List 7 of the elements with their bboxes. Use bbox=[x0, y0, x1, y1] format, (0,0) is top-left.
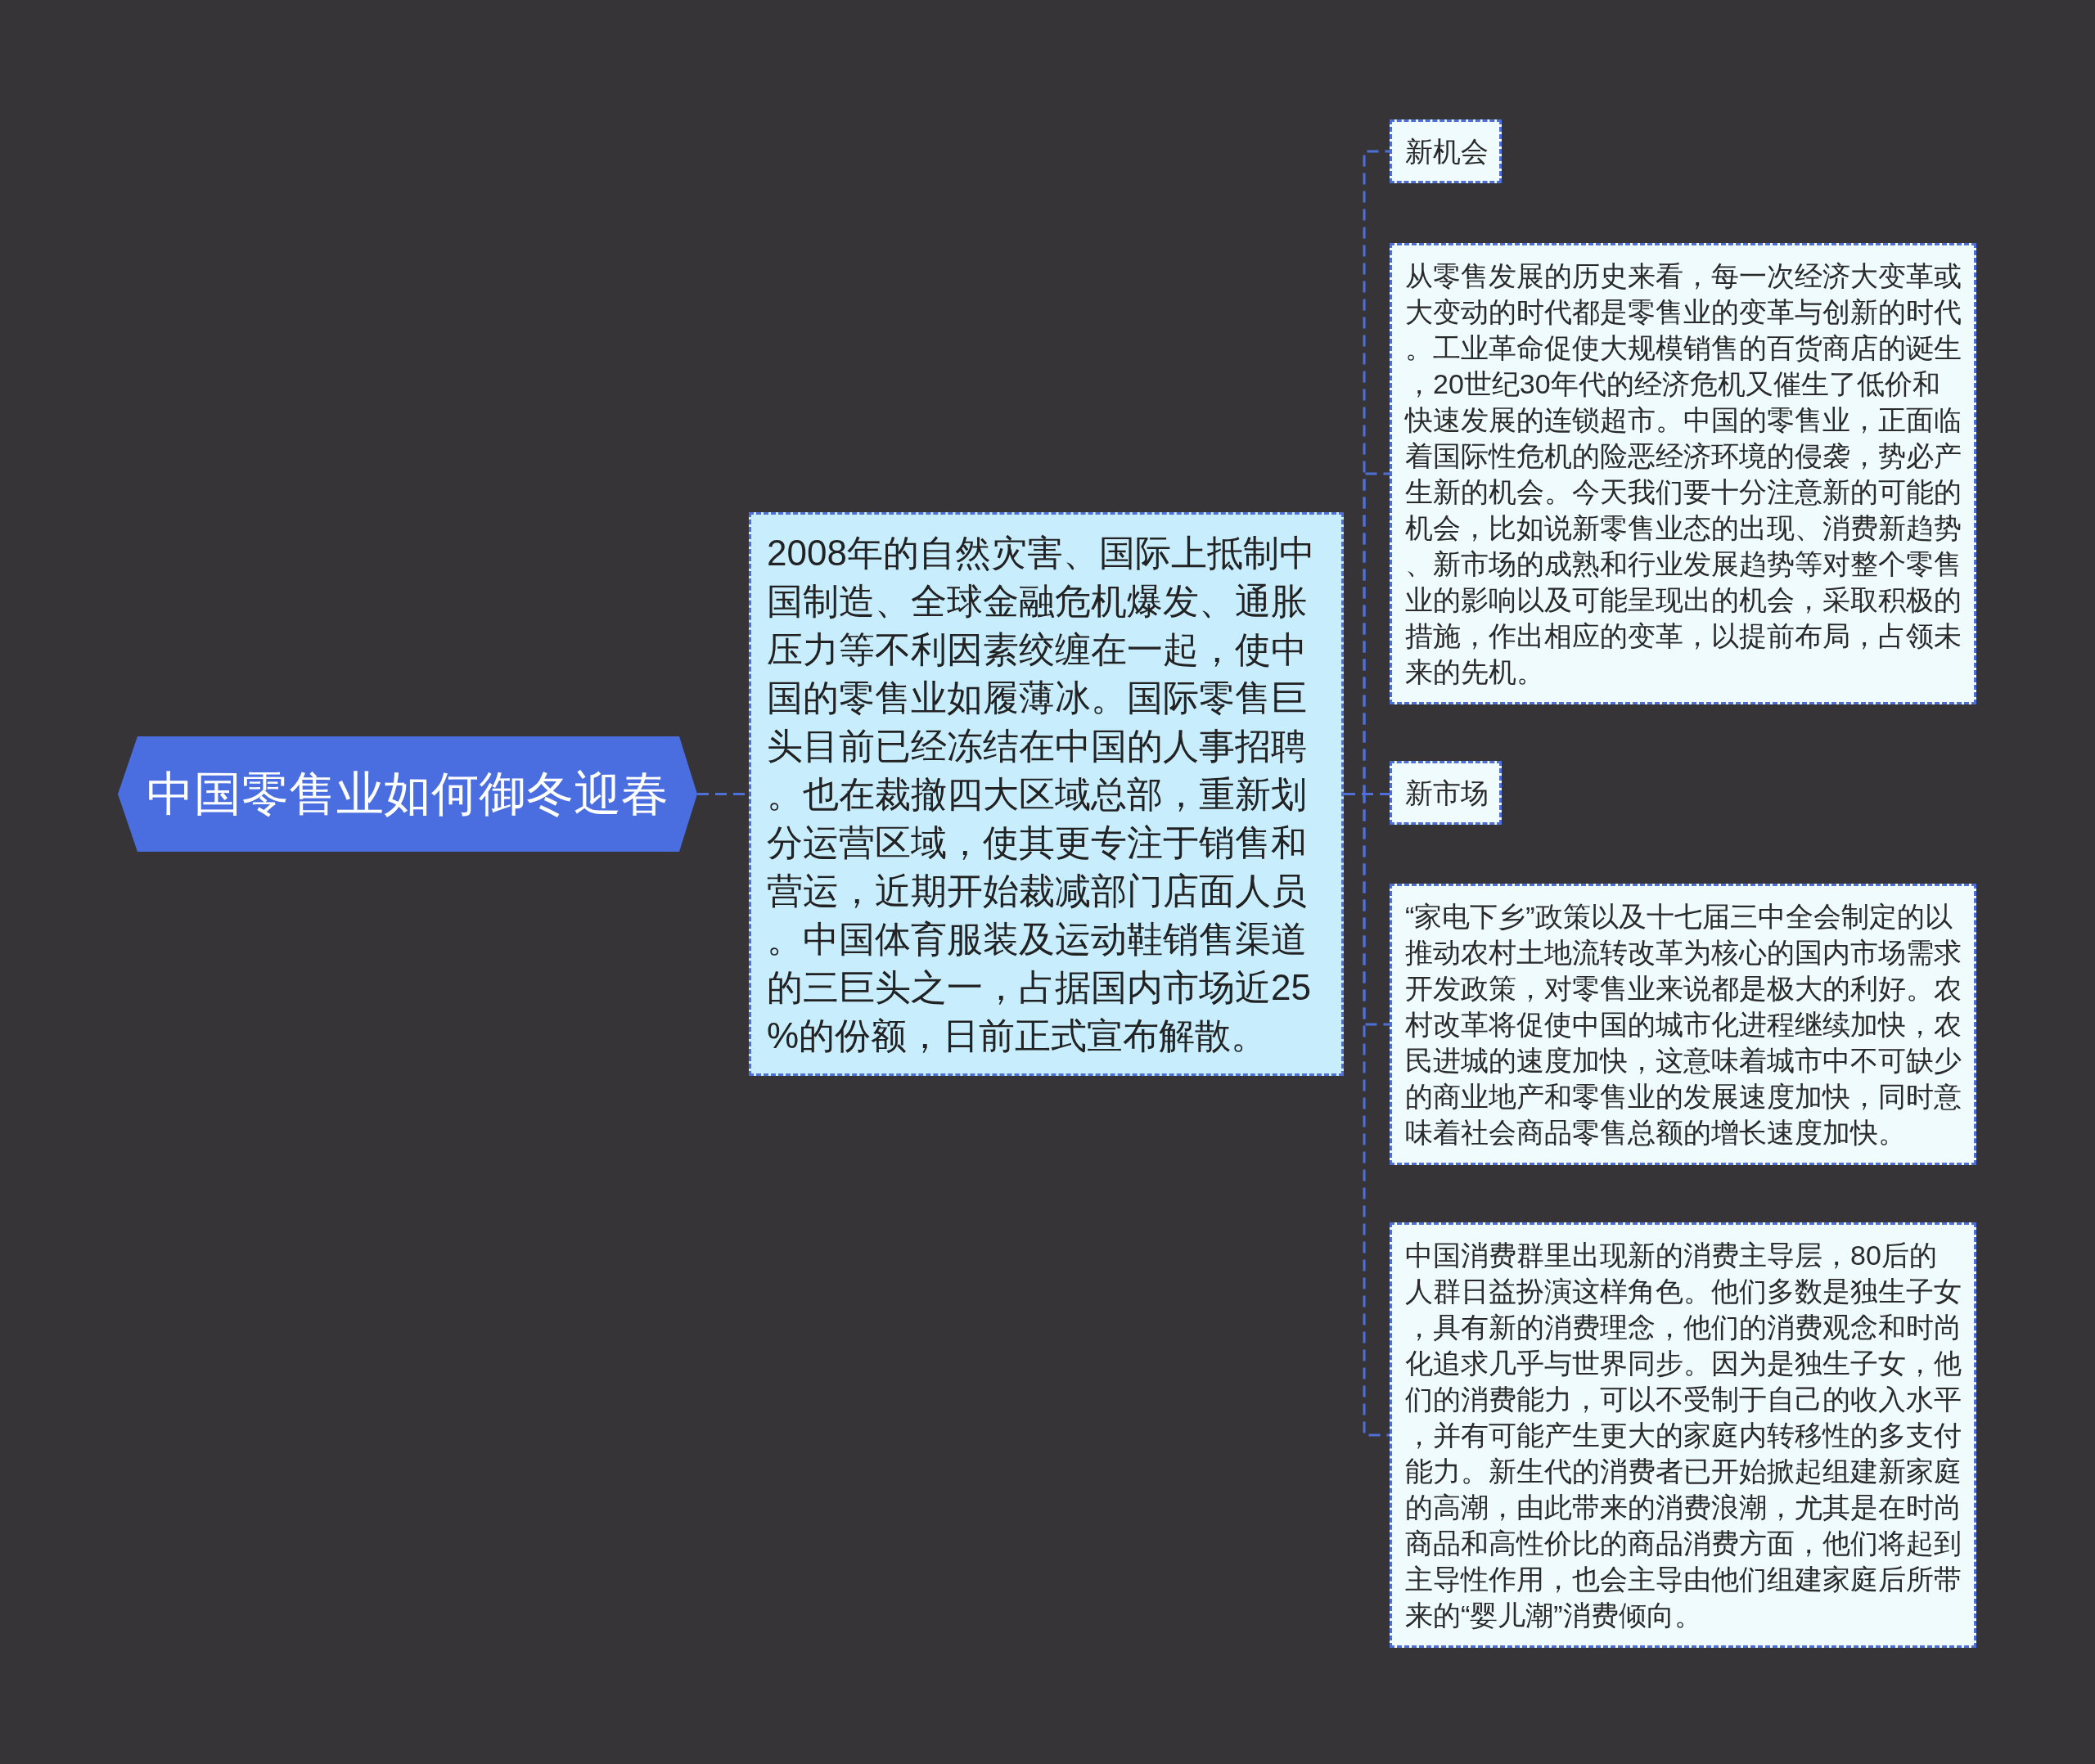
subtopic-box: 新市场 bbox=[1390, 761, 1502, 825]
note-box: 从零售发展的历史来看，每一次经济大变革或大变动的时代都是零售业的变革与创新的时代。工业革命促使大规模销售的百货商店的诞生，20世纪30年代的经济危机又催生了低价和快速发展的连锁超市。中国的零售业，正面临着国际性危机的险恶经济环境的侵袭，势必产生新的机会。今天我们要十分注意新的可能的机会，比如说新零售业态的出现、消费新趋势、新市场的成熟和行业发展趋势等对整个零售业的影响以及可能呈现出的机会，采取积极的措施，作出相应的变革，以提前布局，占领未来的先机。 bbox=[1390, 243, 1976, 704]
topic-box: 2008年的自然灾害、国际上抵制中国制造、全球金融危机爆发、通胀压力等不利因素绞缠在一起，使中国的零售业如履薄冰。国际零售巨头目前已经冻结在中国的人事招聘。也在裁撤四大区域总部，重新划分运营区域，使其更专注于销售和营运，近期开始裁减部门店面人员。中国体育服装及运动鞋销售渠道的三巨头之一，占据国内市场近25%的份额，日前正式宣布解散。 bbox=[749, 511, 1344, 1076]
topic-hexagon: 中国零售业如何御冬迎春 bbox=[118, 736, 697, 852]
note-box: “家电下乡”政策以及十七届三中全会制定的以推动农村土地流转改革为核心的国内市场需求开发政策，对零售业来说都是极大的利好。农村改革将促使中国的城市化进程继续加快，农民进城的速度加快，这意味着城市中不可缺少的商业地产和零售业的发展速度加快，同时意味着社会商品零售总额的增长速度加快。 bbox=[1390, 884, 1976, 1165]
note-box: 中国消费群里出现新的消费主导层，80后的人群日益扮演这样角色。他们多数是独生子女，具有新的消费理念，他们的消费观念和时尚化追求几乎与世界同步。因为是独生子女，他们的消费能力，可以不受制于自己的收入水平，并有可能产生更大的家庭内转移性的多支付能力。新生代的消费者已开始掀起组建新家庭的高潮，由此带来的消费浪潮，尤其是在时尚商品和高性价比的商品消费方面，他们将起到主导性作用，也会主导由他们组建家庭后所带来的“婴儿潮”消费倾向。 bbox=[1390, 1222, 1976, 1648]
subtopic-box: 新机会 bbox=[1390, 119, 1502, 183]
